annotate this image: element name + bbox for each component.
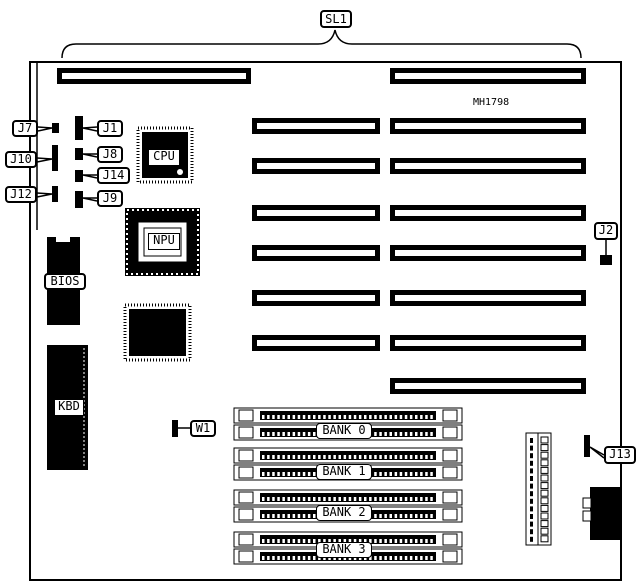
j13-label: J13 — [604, 446, 636, 464]
j9-label: J9 — [97, 190, 123, 207]
j2-label: J2 — [594, 222, 618, 240]
simm-slot — [233, 531, 463, 548]
chipset-chip — [123, 303, 192, 362]
model-number: MH1798 — [473, 97, 510, 108]
kbd-label: KBD — [54, 399, 84, 416]
sl1-label: SL1 — [320, 10, 352, 28]
bios-label: BIOS — [44, 273, 86, 290]
bank-0-label: BANK 0 — [316, 423, 372, 439]
bank-3-label: BANK 3 — [316, 542, 372, 558]
simm-slot — [233, 407, 463, 424]
power-connector — [590, 487, 621, 540]
expansion-slots — [57, 68, 586, 394]
bank-2-label: BANK 2 — [316, 505, 372, 521]
npu-label: NPU — [148, 233, 180, 250]
j14-label: J14 — [97, 167, 130, 184]
sl1-bracket — [61, 29, 582, 59]
j12-label: J12 — [5, 186, 37, 203]
j1-label: J1 — [97, 120, 123, 137]
w1-label: W1 — [190, 420, 216, 437]
j7-label: J7 — [12, 120, 38, 137]
simm-slot — [233, 489, 463, 506]
j8-label: J8 — [97, 146, 123, 163]
leader-lines — [36, 126, 607, 459]
simm-slot — [233, 447, 463, 464]
board-outline — [29, 61, 622, 581]
bank-1-label: BANK 1 — [316, 464, 372, 480]
cpu-label: CPU — [148, 149, 180, 166]
j10-label: J10 — [5, 151, 37, 168]
